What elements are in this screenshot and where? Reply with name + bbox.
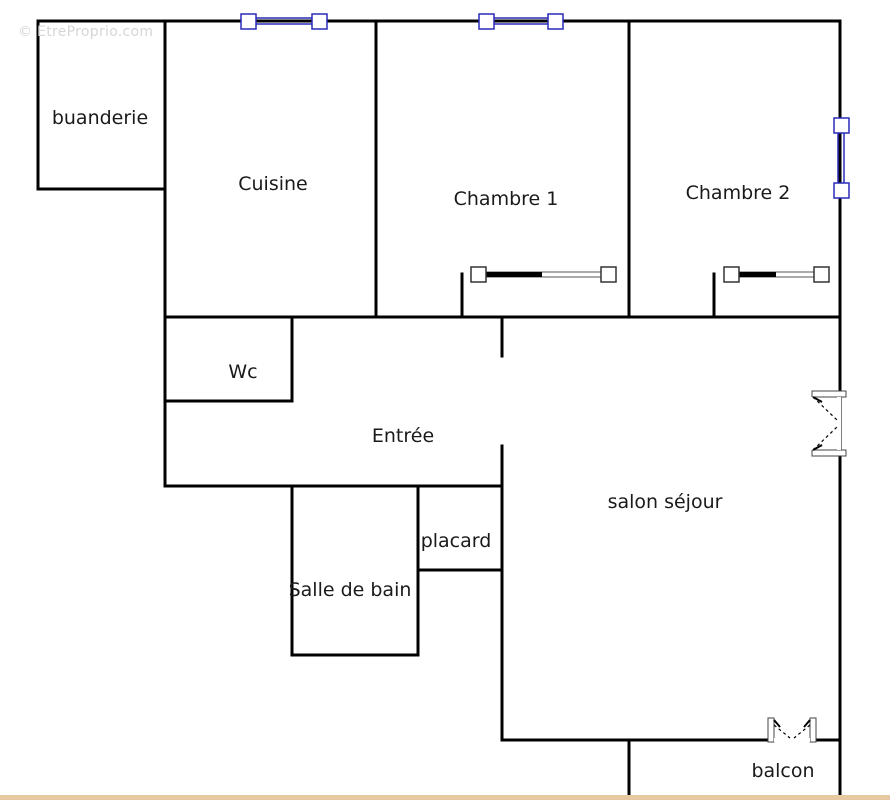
label-placard: placard [421, 530, 492, 552]
double-door-balcon [767, 717, 817, 743]
label-chambre2: Chambre 2 [686, 182, 791, 204]
room-labels: buanderie Cuisine Chambre 1 Chambre 2 Wc… [52, 107, 815, 782]
label-entree: Entrée [372, 425, 434, 447]
walls [36, 19, 842, 797]
label-balcon: balcon [751, 760, 814, 782]
door-chambre1 [470, 266, 617, 283]
double-door-salon [811, 390, 847, 457]
label-chambre1: Chambre 1 [454, 188, 559, 210]
windows [240, 13, 850, 199]
label-salle-de-bain: Salle de bain [289, 579, 412, 601]
label-wc: Wc [228, 361, 257, 383]
window-chambre1 [478, 13, 564, 30]
window-cuisine [240, 13, 328, 30]
label-salon: salon séjour [608, 491, 723, 513]
window-chambre2 [833, 117, 850, 199]
label-buanderie: buanderie [52, 107, 148, 129]
door-chambre2 [723, 266, 830, 283]
watermark: © EtreProprio.com [18, 24, 154, 40]
bottom-band [0, 795, 890, 800]
label-cuisine: Cuisine [238, 173, 308, 195]
sliding-doors [470, 266, 830, 283]
